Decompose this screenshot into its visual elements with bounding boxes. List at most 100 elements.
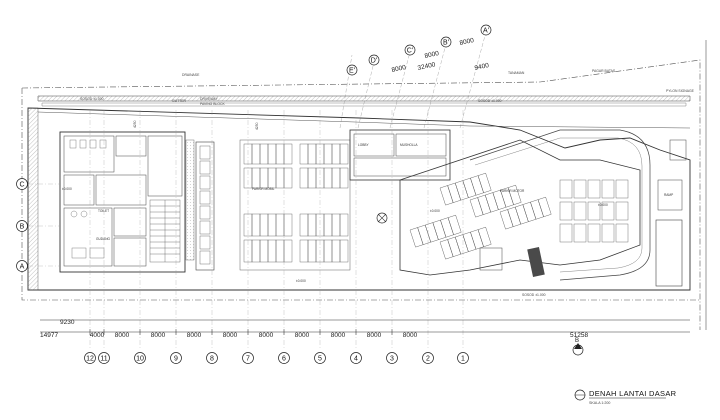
parking-stall: [601, 179, 615, 199]
label-musholla: MUSHOLLA: [400, 143, 418, 147]
dim-total-left-b: 14977: [40, 332, 58, 339]
parking-stall: [447, 182, 462, 203]
parking-stall: [299, 167, 309, 189]
parking-stall: [439, 239, 454, 260]
parking-stall: [259, 143, 269, 165]
site-boundary: [21, 59, 701, 330]
parking-stall: [275, 167, 285, 189]
left-landscape-area: [27, 107, 39, 291]
parking-stall: [275, 143, 285, 165]
parking-stall: [339, 167, 349, 189]
label-setback-bottom: SOSOD ±1.000: [522, 293, 546, 297]
label-pylon: PYLON SIGNAGE: [666, 89, 695, 93]
label-paving: PAVING BLOCK: [200, 102, 225, 106]
parking-stall: [601, 201, 615, 221]
parking-stall: [199, 220, 211, 235]
bottom-dim-6: 8000: [295, 332, 310, 339]
parking-stall: [259, 167, 269, 189]
parking-stall: [477, 226, 492, 248]
parking-stall: [615, 179, 629, 199]
bottom-dim-0: 4000: [90, 332, 105, 339]
grid-bubble-2: 2: [426, 356, 430, 363]
parking-stall: [530, 199, 544, 220]
grid-bubble-top-4: E': [349, 67, 355, 74]
bottom-dim-4: 8000: [223, 332, 238, 339]
parking-stall: [615, 223, 629, 243]
drawing-title-block: DENAH LANTAI DASAR SKALA 1:200: [574, 389, 677, 405]
parking-stall: [573, 223, 587, 243]
grid-bubble-5: 5: [318, 356, 322, 363]
grid-bubble-7: 7: [246, 356, 250, 363]
parking-stall: [447, 236, 462, 257]
perimeter-landscape-strip: [37, 95, 691, 107]
parking-stall: [477, 194, 492, 215]
parking-stall: [251, 143, 261, 165]
parking-stall: [462, 177, 477, 198]
grid-bubble-top-3: D': [371, 57, 377, 64]
parking-stall: [507, 206, 522, 227]
grid-bubble-8: 8: [210, 356, 214, 363]
parking-stall: [323, 239, 333, 263]
parking-stall: [522, 201, 537, 222]
parking-stall: [470, 175, 484, 196]
parking-stall: [454, 234, 469, 255]
grid-bubble-top-2: C': [407, 47, 413, 54]
parking-stall: [199, 160, 211, 175]
parking-stall: [573, 179, 587, 199]
dim-total-left-a: 9230: [60, 319, 75, 326]
parking-stall: [323, 213, 333, 237]
parking-stall: [470, 229, 484, 250]
label-elev-1: ±0.000: [62, 187, 72, 191]
parking-stall: [601, 223, 615, 243]
parking-stall: [339, 239, 349, 263]
parking-stall: [537, 196, 552, 218]
label-elev-3: ±0.000: [598, 203, 608, 207]
label-gudang: GUDANG: [96, 237, 111, 241]
parking-stall: [283, 143, 293, 165]
bottom-dim-5: 8000: [259, 332, 274, 339]
dimension-line-bottom: [40, 319, 690, 333]
parking-stall: [299, 239, 309, 263]
grid-bubble-10: 10: [136, 356, 144, 363]
north-arrow: B: [572, 338, 584, 356]
parking-stall: [251, 239, 261, 263]
parking-stall: [267, 239, 277, 263]
parking-stall: [454, 180, 469, 201]
parking-area-center: [239, 139, 351, 271]
parking-stall: [251, 167, 261, 189]
parking-stall: [307, 239, 317, 263]
parking-stall: [199, 205, 211, 220]
label-drainage: DRAINASE: [182, 73, 200, 77]
parking-stall: [331, 213, 341, 237]
grid-bubble-1: 1: [461, 356, 465, 363]
parking-stall: [299, 143, 309, 165]
parking-stall: [283, 167, 293, 189]
drawing-scale: SKALA 1:200: [589, 401, 610, 405]
parking-stall: [307, 167, 317, 189]
parking-stall: [469, 197, 484, 218]
drawing-title: DENAH LANTAI DASAR: [589, 389, 677, 398]
label-setback-right: SOSOD ±1.000: [478, 99, 502, 103]
parking-stall: [251, 213, 261, 237]
parking-stall: [462, 231, 477, 252]
parking-stall: [267, 213, 277, 237]
parking-stall: [323, 167, 333, 189]
parking-stall: [417, 224, 432, 245]
parking-stall: [409, 227, 424, 248]
parking-stall: [587, 223, 601, 243]
parking-stall: [477, 172, 492, 194]
grid-bubble-9: 9: [174, 356, 178, 363]
parking-stall: [447, 214, 462, 236]
label-parkir: PARKIR MOBIL: [252, 187, 275, 191]
parking-stall: [499, 209, 514, 230]
label-tanaman: TANAMAN: [508, 71, 525, 75]
parking-stall: [275, 239, 285, 263]
label-parkir-motor: PARKIR MOTOR: [500, 189, 525, 193]
grid-bubble-3: 3: [390, 356, 394, 363]
label-elev-4: ±0.000: [430, 209, 440, 213]
parking-stall: [331, 239, 341, 263]
dim-total-right: 51258: [570, 332, 588, 339]
parking-stalls: [199, 143, 349, 265]
parking-stall: [587, 201, 601, 221]
building-outline: [27, 107, 691, 291]
